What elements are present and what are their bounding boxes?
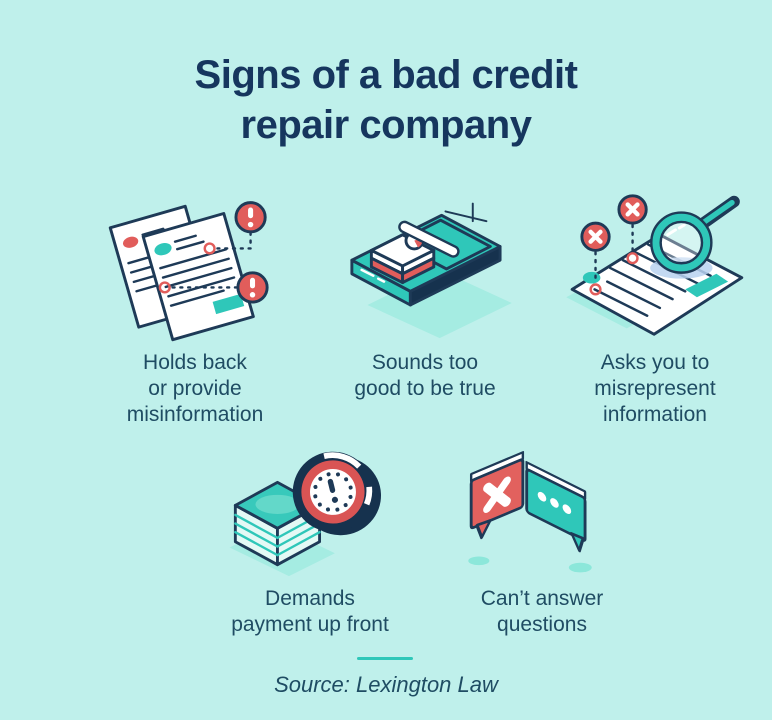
- divider-line: [357, 657, 413, 660]
- item-cant-answer: Can’t answer questions: [432, 446, 652, 638]
- mousetrap-icon: [350, 202, 512, 339]
- documents-warning-icon: [108, 201, 269, 342]
- speech-bubbles-icon: [468, 450, 592, 573]
- item-label-cant-answer: Can’t answer questions: [480, 587, 604, 636]
- source-text: Source: Lexington Law: [274, 672, 498, 697]
- item-label-holds-back: Holds back or provide misinformation: [126, 351, 264, 426]
- item-label-payment-up-front: Demands payment up front: [231, 587, 389, 636]
- item-label-misrepresent: Asks you to misrepresent information: [594, 351, 716, 426]
- item-label-sounds-too-good: Sounds too good to be true: [354, 351, 496, 400]
- money-clock-icon: [229, 451, 382, 577]
- page-title: Signs of a bad credit repair company: [194, 53, 578, 147]
- item-payment-up-front: Demands payment up front: [200, 446, 420, 638]
- magnifier-document-icon: [566, 194, 744, 336]
- item-holds-back: Holds back or provide misinformation: [85, 188, 305, 428]
- item-misrepresent: Asks you to misrepresent information: [545, 188, 765, 428]
- item-sounds-too-good: Sounds too good to be true: [315, 188, 535, 402]
